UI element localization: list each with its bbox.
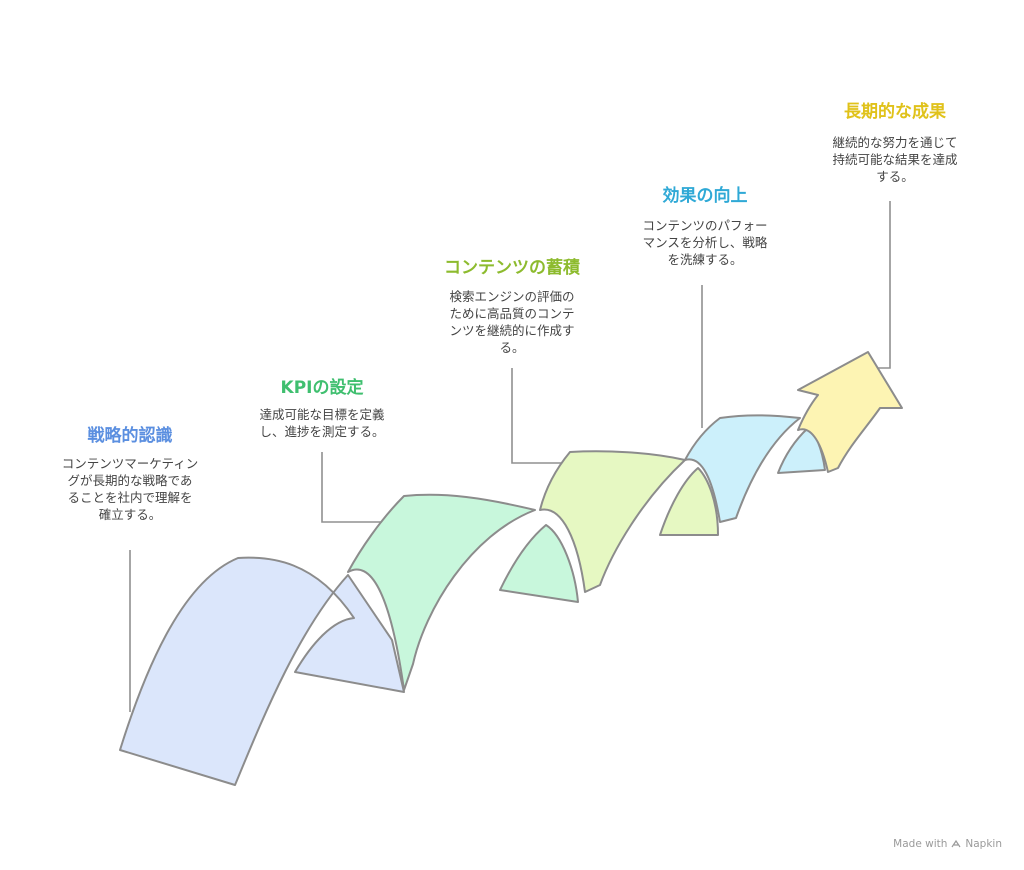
footer-made-with: Made with — [893, 838, 948, 850]
ribbon-segment-1 — [119, 556, 405, 786]
step-title-3: コンテンツの蓄積 — [444, 258, 580, 278]
ribbon-arrow-head — [797, 351, 903, 473]
step-desc-3: 検索エンジンの評価の ために高品質のコンテ ンツを継続的に作成す る。 — [449, 289, 575, 355]
connector-line-3 — [511, 368, 570, 464]
ribbon-segment-2 — [347, 493, 536, 691]
step-desc-2: 達成可能な目標を定義 し、進捗を測定する。 — [259, 407, 385, 439]
step-desc-4: コンテンツのパフォー マンスを分析し、戦略 を洗練する。 — [642, 218, 768, 267]
step-title-5: 長期的な成果 — [844, 102, 946, 122]
connector-line-5 — [878, 201, 891, 369]
step-title-4: 効果の向上 — [662, 186, 748, 206]
made-with-napkin-footer: Made with Napkin — [893, 838, 1002, 850]
step-desc-1: コンテンツマーケティン グが長期的な戦略であ ることを社内で理解を 確立する。 — [61, 456, 199, 522]
connector-line-2 — [321, 452, 384, 523]
ribbon-segment-3 — [539, 450, 686, 593]
ribbon-segment-3-back — [659, 467, 719, 536]
footer-brand: Napkin — [965, 838, 1002, 850]
ribbon-segment-4 — [684, 414, 801, 523]
napkin-logo-icon — [951, 839, 961, 848]
step-desc-5: 継続的な努力を通じて 持続可能な結果を達成 する。 — [832, 135, 958, 184]
ribbon-segment-2-back — [499, 524, 579, 603]
step-title-1: 戦略的認識 — [87, 426, 173, 446]
step-title-2: KPIの設定 — [280, 378, 364, 398]
